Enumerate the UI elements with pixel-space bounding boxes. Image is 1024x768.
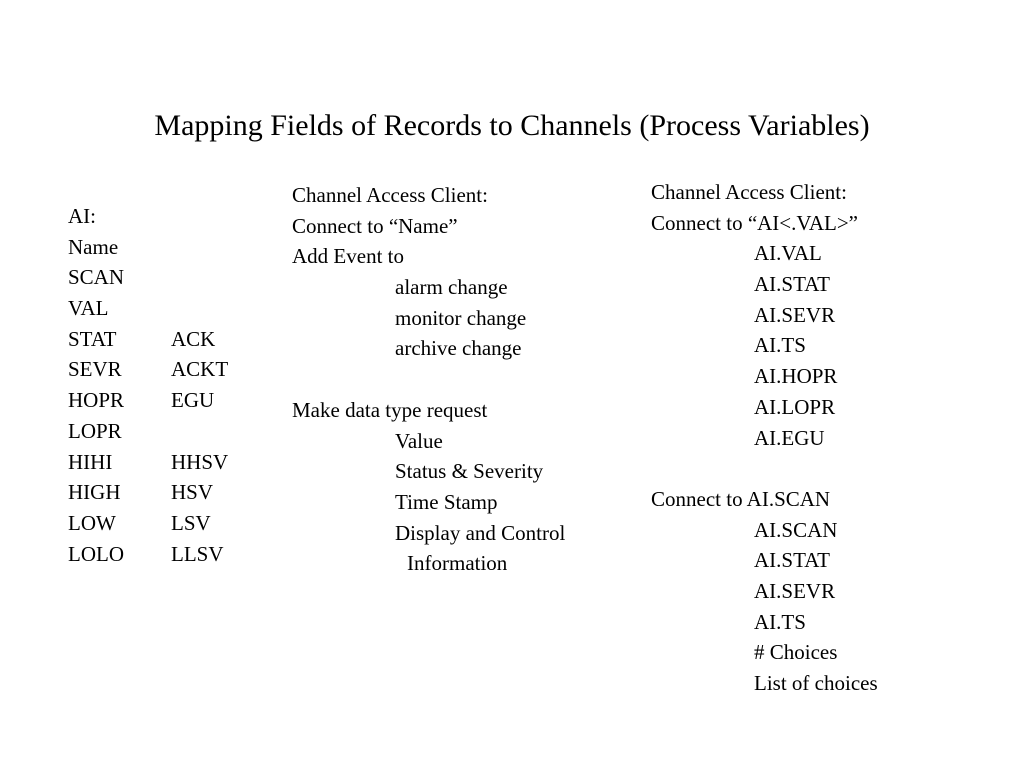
val-item: AI.VAL [754, 241, 822, 266]
request-item: Value [395, 428, 443, 453]
scan-item: # Choices [754, 640, 838, 665]
scan-item: AI.SCAN [754, 517, 838, 542]
field-row: SEVR ACKT [68, 354, 228, 385]
field-pair: ACKT [171, 357, 229, 382]
field-row: HIHI HHSV [68, 447, 228, 478]
field-name: SEVR [68, 357, 122, 382]
scan-item: AI.SEVR [754, 578, 836, 603]
field-name: HIHI [68, 449, 113, 474]
field-row: LOW LSV [68, 508, 228, 539]
field-row: SCAN [68, 262, 228, 293]
client-heading: Channel Access Client: [651, 180, 847, 204]
val-item: AI.TS [754, 333, 806, 358]
record-header: AI: [68, 204, 96, 228]
add-event-step: Add Event to [292, 244, 404, 269]
val-item: AI.HOPR [754, 364, 838, 389]
val-item: AI.LOPR [754, 394, 836, 419]
field-row: HIGH HSV [68, 477, 228, 508]
field-name: HOPR [68, 388, 125, 413]
val-item: AI.SEVR [754, 302, 836, 327]
slide-title: Mapping Fields of Records to Channels (P… [154, 109, 870, 142]
spacer [292, 364, 565, 395]
field-pair: EGU [171, 388, 215, 413]
field-name: LOLO [68, 541, 124, 566]
field-row: LOPR [68, 416, 228, 447]
field-pair: LLSV [171, 541, 224, 566]
field-pair: HSV [171, 480, 214, 505]
client-example-block: Channel Access Client: Connect to “AI<.V… [651, 177, 878, 699]
spacer [651, 453, 878, 484]
scan-item: AI.STAT [754, 548, 830, 573]
field-name: LOPR [68, 418, 122, 443]
field-pair: HHSV [171, 449, 229, 474]
event-item: monitor change [395, 305, 527, 330]
request-item-continued: Information [407, 551, 508, 576]
client-heading: Channel Access Client: [292, 183, 488, 207]
scan-item: List of choices [754, 671, 878, 695]
request-item: Time Stamp [395, 489, 498, 514]
val-item: AI.EGU [754, 425, 825, 450]
field-name: Name [68, 234, 119, 259]
request-item: Display and Control [395, 520, 566, 545]
field-row: Name [68, 232, 228, 263]
request-step: Make data type request [292, 397, 488, 422]
field-name: VAL [68, 296, 109, 321]
field-row: VAL [68, 293, 228, 324]
val-item: AI.STAT [754, 272, 830, 297]
field-name: HIGH [68, 480, 121, 505]
field-pair: ACK [171, 326, 216, 351]
field-name: STAT [68, 326, 117, 351]
record-fields-list: AI: Name SCAN VAL STAT ACK SEVR ACKT HOPR E… [68, 201, 228, 569]
event-item: alarm change [395, 275, 508, 300]
connect-val-step: Connect to “AI<.VAL>” [651, 210, 859, 235]
connect-step: Connect to “Name” [292, 213, 458, 238]
field-row: STAT ACK [68, 324, 228, 355]
connect-scan-step: Connect to AI.SCAN [651, 486, 831, 511]
field-pair: LSV [171, 510, 211, 535]
field-name: SCAN [68, 265, 125, 290]
request-item: Status & Severity [395, 459, 544, 484]
scan-item: AI.TS [754, 609, 806, 634]
client-generic-block: Channel Access Client: Connect to “Name”… [292, 180, 565, 579]
event-item: archive change [395, 336, 522, 361]
field-row: HOPR EGU [68, 385, 228, 416]
field-name: LOW [68, 510, 116, 535]
field-row: LOLO LLSV [68, 539, 228, 570]
